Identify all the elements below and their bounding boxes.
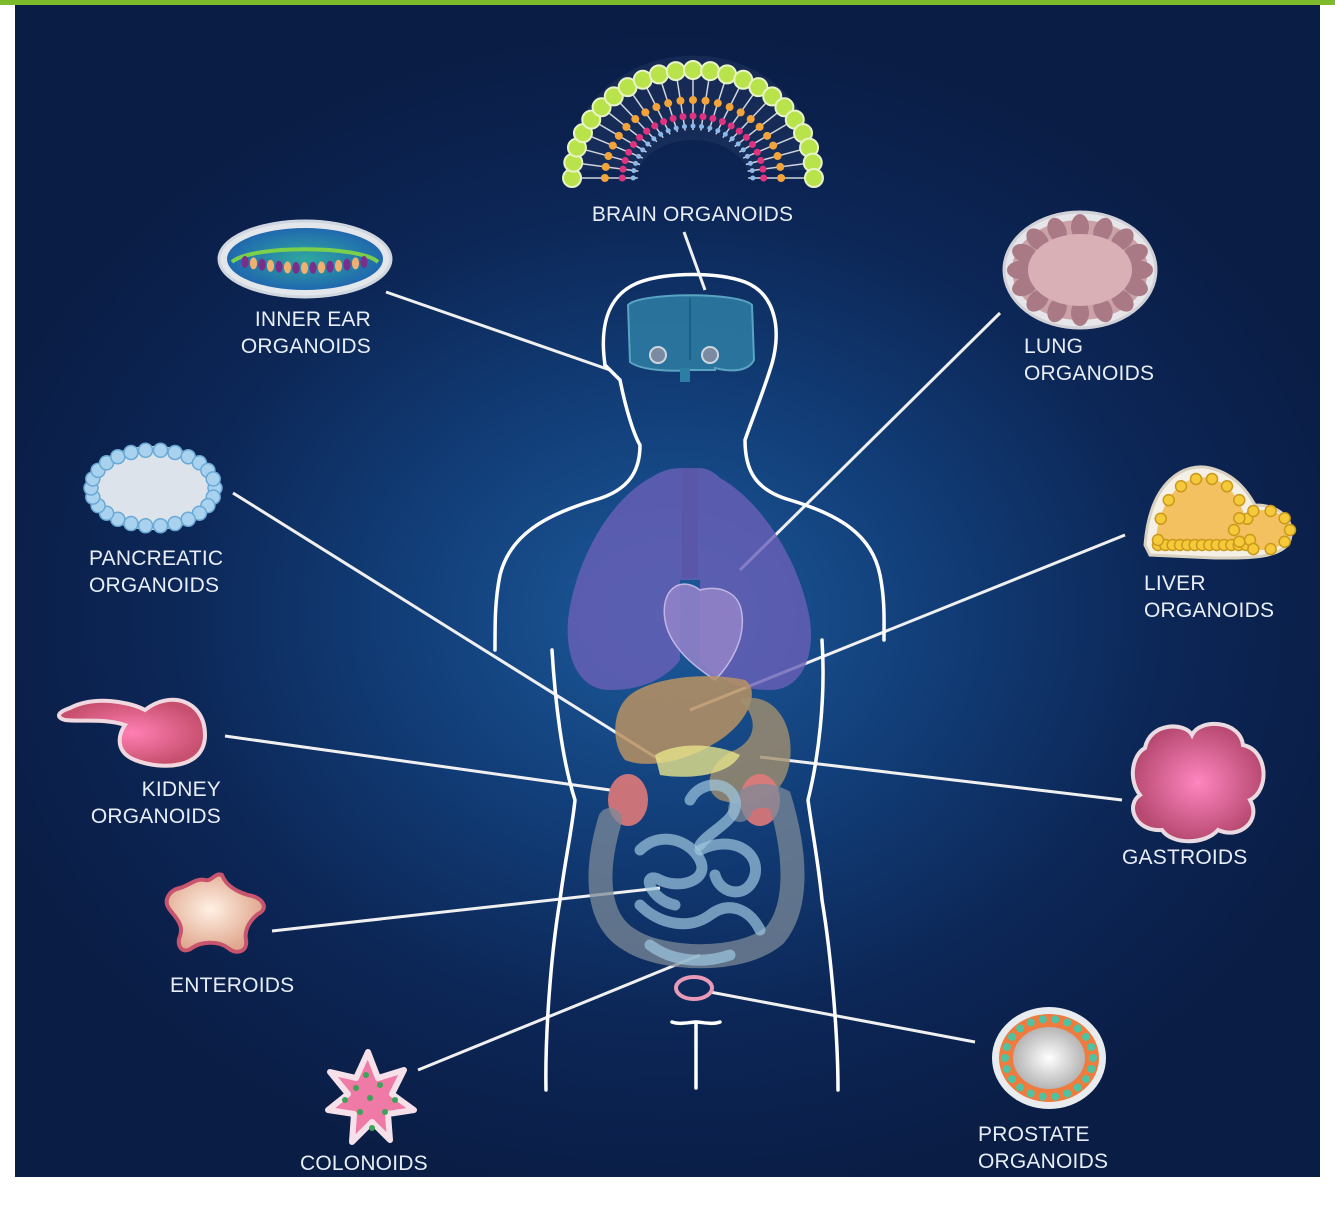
gastroid-organoid-icon: [1133, 724, 1264, 841]
label-enteroids: ENTEROIDS: [170, 972, 294, 999]
label-colonoids: COLONOIDS: [300, 1150, 428, 1177]
colonoid-organoid-icon: [328, 1052, 414, 1142]
lung-organoid-icon: [1004, 212, 1156, 328]
label-brain-organoids: BRAIN ORGANOIDS: [560, 201, 825, 228]
label-gastroids: GASTROIDS: [1122, 844, 1247, 871]
inner-ear-organoid-icon: [219, 221, 391, 297]
enteroid-organoid-icon: [167, 874, 264, 951]
prostate-organoid-icon: [992, 1007, 1106, 1109]
pancreatic-organoid-icon: [84, 443, 222, 532]
organs: [568, 295, 811, 999]
bladder-organ: [676, 977, 712, 999]
kidney-organoid-icon: [59, 700, 205, 766]
brain-organoid-icon: [563, 56, 823, 187]
liver-organoid-icon: [1145, 467, 1296, 558]
